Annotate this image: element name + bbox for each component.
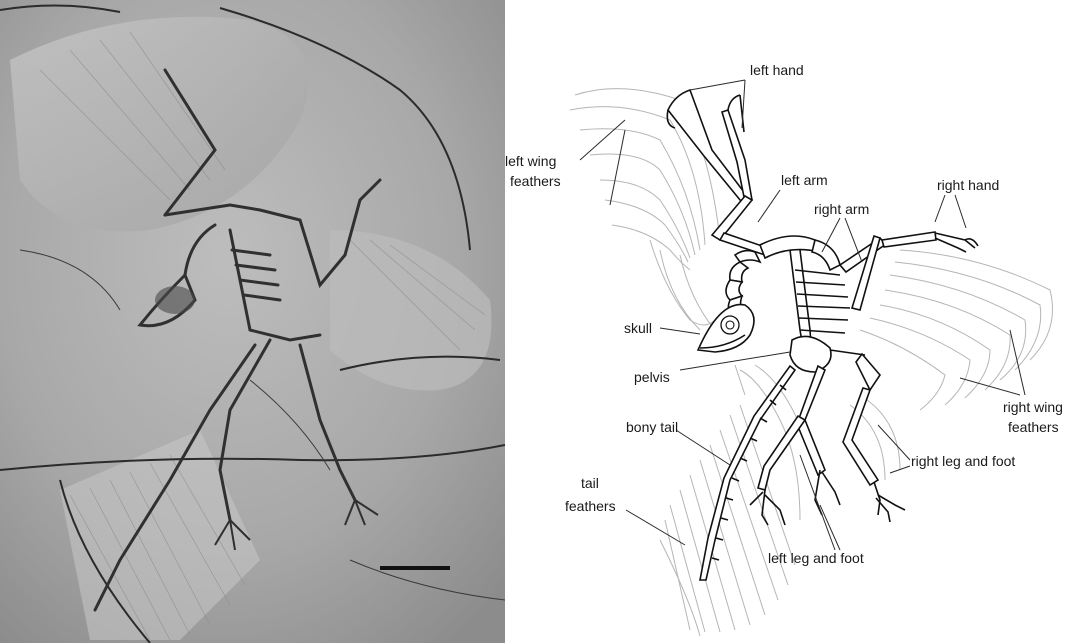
leader-lines	[580, 80, 1025, 550]
label-pelvis: pelvis	[634, 369, 670, 385]
label-bony-tail: bony tail	[626, 419, 678, 435]
skeleton-diagram-svg: left hand left wing feathers left arm ri…	[505, 0, 1065, 643]
bony-tail-drawing	[700, 366, 795, 580]
label-left-wing-feathers-line1: left wing	[505, 153, 556, 169]
label-right-hand: right hand	[937, 177, 999, 193]
label-right-wing-feathers-line2: feathers	[1008, 419, 1059, 435]
label-right-arm: right arm	[814, 201, 869, 217]
label-left-leg-and-foot: left leg and foot	[768, 550, 864, 566]
label-tail-feathers-line1: tail	[581, 475, 599, 491]
pelvis-drawing	[790, 336, 831, 372]
fossil-photo-image	[0, 0, 505, 643]
scale-bar	[380, 566, 450, 570]
fossil-photo	[0, 0, 505, 643]
label-skull: skull	[624, 320, 652, 336]
label-left-hand: left hand	[750, 62, 804, 78]
label-left-wing-feathers-line2: feathers	[510, 173, 561, 189]
label-tail-feathers-line2: feathers	[565, 498, 616, 514]
label-right-wing-feathers-line1: right wing	[1003, 399, 1063, 415]
label-left-arm: left arm	[781, 172, 828, 188]
tail-feathers-drawing	[660, 365, 800, 636]
label-right-leg-and-foot: right leg and foot	[911, 453, 1015, 469]
right-wing-feathers-drawing	[860, 250, 1053, 410]
skeleton-diagram: left hand left wing feathers left arm ri…	[505, 0, 1065, 643]
